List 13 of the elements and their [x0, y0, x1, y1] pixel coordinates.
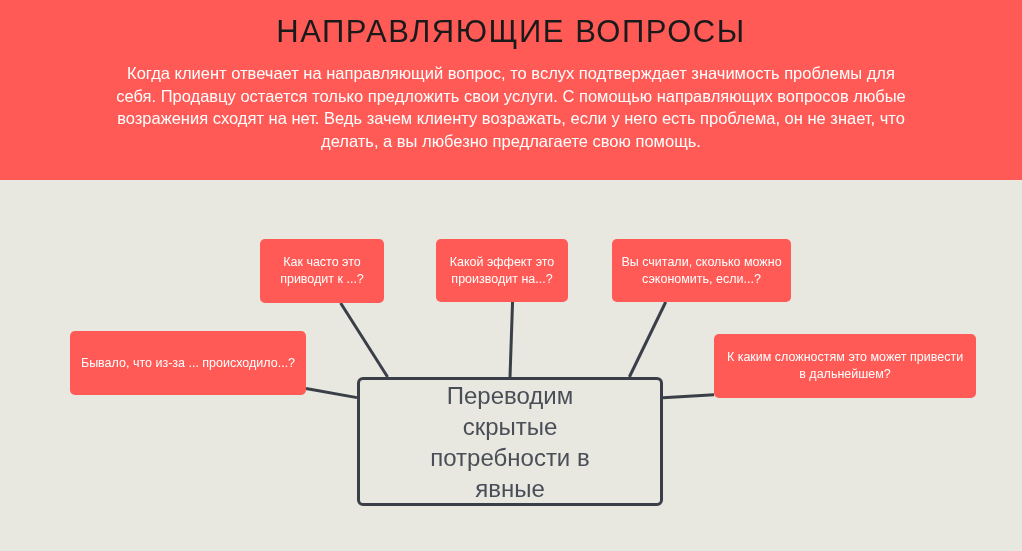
connector-line [305, 387, 358, 400]
question-box: Вы считали, сколько можно сэкономить, если...? [612, 239, 791, 302]
connector-line [339, 302, 389, 378]
central-topic-box: Переводим скрытые потребности в явные [357, 377, 663, 506]
question-box: Как часто это приводит к ...? [260, 239, 384, 303]
question-box: К каким сложностям это может привести в дальнейшем? [714, 334, 976, 398]
title: НАПРАВЛЯЮЩИЕ ВОПРОСЫ [275, 14, 747, 50]
description-paragraph: Когда клиент отвечает на направляющий вопрос, то вслух подтверждает значимость проблемы для себя. Продавцу остается только предложить свои услуги. С помощью направляющих вопросов любые возражения сходят на нет. Ведь зачем клиенту возражать, если у него есть проблема, он не знает, что делать, а вы любезно предлагаете свою помощь. [115, 63, 907, 152]
question-box: Бывало, что из-за ... происходило...? [70, 331, 306, 395]
connector-line [662, 393, 715, 400]
connector-line [508, 301, 515, 378]
connector-line [628, 301, 668, 378]
question-box: Какой эффект это производит на...? [436, 239, 568, 302]
